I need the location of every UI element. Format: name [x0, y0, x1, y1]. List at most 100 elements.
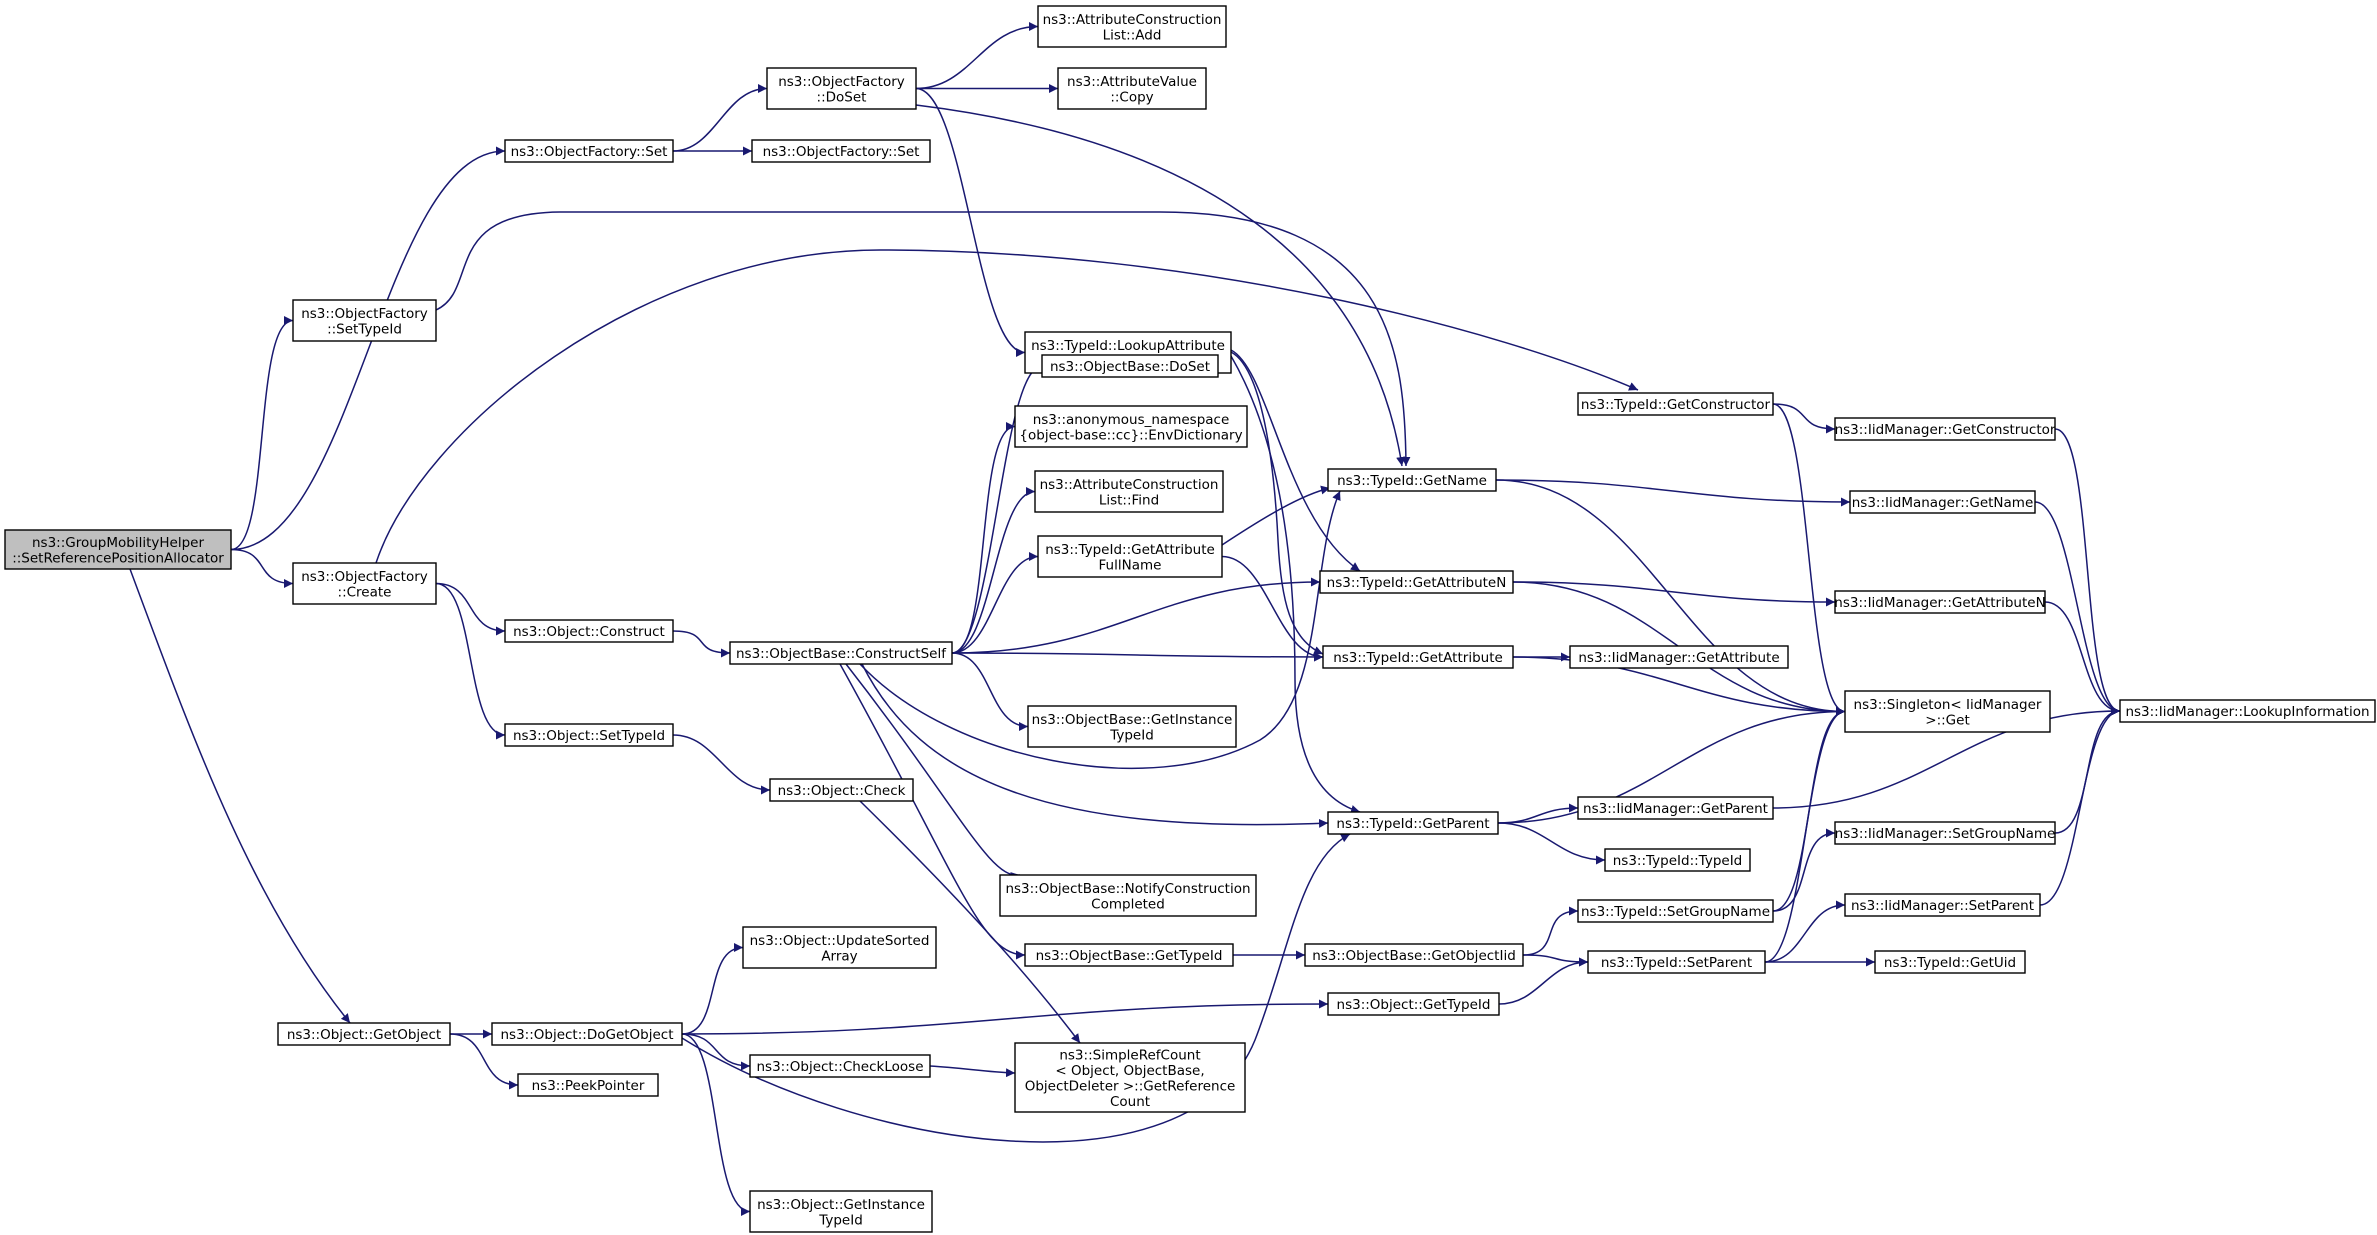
function-node-o-gettypeid[interactable]: ns3::Object::GetTypeId: [1327, 992, 1500, 1016]
function-node-t-getattrn[interactable]: ns3::TypeId::GetAttributeN: [1319, 570, 1514, 594]
call-edge-t_getconstructor-to-im_getconstructor: [1772, 403, 1836, 434]
function-node-t-getattr[interactable]: ns3::TypeId::GetAttribute: [1322, 645, 1514, 669]
node-box: [1024, 943, 1234, 967]
function-node-of-set[interactable]: ns3::ObjectFactory::Set: [504, 139, 674, 163]
function-node-ob-getobjectiid[interactable]: ns3::ObjectBase::GetObjectIid: [1304, 943, 1524, 967]
call-edge-ob_constructself-to-ob_getinsttypeid: [951, 652, 1029, 731]
node-label-line: ns3::Object::CheckLoose: [756, 1059, 923, 1075]
function-node-o-check[interactable]: ns3::Object::Check: [769, 778, 914, 802]
call-edge-of_settypeid-to-t_getname: [435, 211, 1411, 467]
node-box: [1577, 796, 1774, 820]
function-node-ob-gettypeid[interactable]: ns3::ObjectBase::GetTypeId: [1024, 943, 1234, 967]
function-node-of-create[interactable]: ns3::ObjectFactory::Create: [292, 562, 437, 605]
node-label-line: List::Find: [1099, 492, 1159, 508]
call-edge-o_construct-to-ob_constructself: [672, 630, 731, 658]
function-node-ob-constructself[interactable]: ns3::ObjectBase::ConstructSelf: [729, 641, 953, 665]
function-node-im-setgroupname[interactable]: ns3::IidManager::SetGroupName: [1834, 821, 2056, 845]
function-node-t-getparent[interactable]: ns3::TypeId::GetParent: [1327, 811, 1499, 835]
call-edge-t_getattrn-to-im_getattrn: [1512, 581, 1836, 607]
node-label-line: ns3::Object::GetObject: [287, 1027, 441, 1043]
function-node-o-checkloose[interactable]: ns3::Object::CheckLoose: [749, 1054, 931, 1078]
function-node-im-getparent[interactable]: ns3::IidManager::GetParent: [1577, 796, 1774, 820]
node-box: [1834, 821, 2056, 845]
node-label-line: ::SetTypeId: [327, 321, 402, 337]
function-node-im-getname[interactable]: ns3::IidManager::GetName: [1849, 490, 2036, 514]
node-label-line: ns3::ObjectBase::GetInstance: [1032, 712, 1233, 728]
call-edge-t_setgroupname-to-im_setgroupname: [1772, 828, 1836, 912]
call-edge-ob_constructself-to-t_getattr: [951, 652, 1324, 662]
function-node-ob-doset[interactable]: ns3::ObjectBase::DoSet: [1041, 354, 1219, 378]
node-label-line: ns3::TypeId::GetParent: [1336, 816, 1489, 832]
node-box: [517, 1073, 659, 1097]
function-node-t-getname[interactable]: ns3::TypeId::GetName: [1327, 468, 1497, 492]
node-label-line: >::Get: [1925, 712, 1969, 728]
function-node-t-getuid[interactable]: ns3::TypeId::GetUid: [1874, 950, 2026, 974]
node-label-line: ns3::IidManager::SetParent: [1851, 898, 2034, 914]
function-node-t-getconstructor[interactable]: ns3::TypeId::GetConstructor: [1577, 392, 1774, 416]
node-box: [1027, 705, 1237, 748]
function-node-im-setparent[interactable]: ns3::IidManager::SetParent: [1844, 893, 2041, 917]
function-node-im-getconstructor[interactable]: ns3::IidManager::GetConstructor: [1834, 417, 2056, 441]
call-edge-root-to-of_create: [230, 548, 294, 588]
node-box: [751, 139, 931, 163]
function-node-of-doset[interactable]: ns3::ObjectFactory::DoSet: [766, 67, 917, 110]
node-box: [1327, 468, 1497, 492]
node-label-line: Completed: [1091, 896, 1165, 912]
call-edge-o_check-to-src_getref: [859, 800, 1081, 1044]
node-label-line: ns3::TypeId::GetAttribute: [1333, 650, 1503, 666]
node-label-line: ns3::IidManager::GetAttribute: [1578, 650, 1779, 666]
node-label-line: List::Add: [1103, 27, 1162, 43]
function-node-av-copy[interactable]: ns3::AttributeValue::Copy: [1057, 67, 1207, 110]
node-label-line: ns3::AttributeConstruction: [1043, 12, 1222, 28]
call-edge-ob_constructself-to-acl_find: [951, 487, 1036, 654]
function-node-im-getattrn[interactable]: ns3::IidManager::GetAttributeN: [1834, 590, 2046, 614]
function-node-anon-env[interactable]: ns3::anonymous_namespace{object-base::cc…: [1014, 405, 1248, 448]
node-label-line: ns3::Object::SetTypeId: [513, 728, 665, 744]
function-node-t-setparent[interactable]: ns3::TypeId::SetParent: [1587, 950, 1766, 974]
function-nodes: ns3::GroupMobilityHelper::SetReferencePo…: [4, 5, 2376, 1233]
node-label-line: ns3::ObjectBase::DoSet: [1050, 359, 1210, 375]
node-label-line: ns3::ObjectBase::NotifyConstruction: [1005, 881, 1250, 897]
function-node-of-set2[interactable]: ns3::ObjectFactory::Set: [751, 139, 931, 163]
call-edge-root-to-o_getobject: [129, 568, 351, 1024]
node-box: [729, 641, 953, 665]
call-edge-of_set-to-of_doset: [672, 84, 768, 152]
function-node-src-getref[interactable]: ns3::SimpleRefCount< Object, ObjectBase,…: [1014, 1042, 1246, 1113]
function-node-of-settypeid[interactable]: ns3::ObjectFactory::SetTypeId: [292, 299, 437, 342]
node-box: [1834, 590, 2046, 614]
call-edge-t_lookup-to-t_getattr: [1230, 351, 1324, 655]
function-node-o-dogetobject[interactable]: ns3::Object::DoGetObject: [491, 1022, 683, 1046]
function-node-peek[interactable]: ns3::PeekPointer: [517, 1073, 659, 1097]
node-box: [1327, 992, 1500, 1016]
call-edge-of_create-to-o_construct: [435, 582, 506, 636]
call-edge-t_getname-to-im_getname: [1495, 479, 1851, 507]
node-box: [1849, 490, 2036, 514]
node-box: [504, 723, 674, 747]
call-edge-t_setparent-to-singleton_get: [1764, 707, 1846, 963]
node-box: [504, 139, 674, 163]
function-node-o-construct[interactable]: ns3::Object::Construct: [504, 619, 674, 643]
function-node-o-getobject[interactable]: ns3::Object::GetObject: [277, 1022, 451, 1046]
function-node-t-typeid[interactable]: ns3::TypeId::TypeId: [1604, 848, 1751, 872]
function-node-o-settypeid[interactable]: ns3::Object::SetTypeId: [504, 723, 674, 747]
call-edge-t_getname-to-singleton_get: [1495, 479, 1846, 716]
function-node-im-lookup[interactable]: ns3::IidManager::LookupInformation: [2119, 699, 2376, 723]
call-edge-o_dogetobject-to-o_gettypeid: [681, 999, 1329, 1035]
node-label-line: Array: [821, 948, 857, 964]
call-edge-of_doset-to-t_lookup: [915, 87, 1026, 357]
function-node-im-getattr[interactable]: ns3::IidManager::GetAttribute: [1569, 645, 1789, 669]
function-node-ob-notify[interactable]: ns3::ObjectBase::NotifyConstructionCompl…: [999, 874, 1257, 917]
node-box: [1322, 645, 1514, 669]
node-label-line: ns3::ObjectBase::GetObjectIid: [1312, 948, 1516, 964]
node-label-line: ns3::AttributeValue: [1067, 74, 1197, 90]
function-node-root[interactable]: ns3::GroupMobilityHelper::SetReferencePo…: [4, 529, 232, 570]
function-node-singleton-get[interactable]: ns3::Singleton< IidManager>::Get: [1844, 690, 2051, 733]
function-node-t-setgroupname[interactable]: ns3::TypeId::SetGroupName: [1577, 899, 1774, 923]
node-box: [1844, 893, 2041, 917]
